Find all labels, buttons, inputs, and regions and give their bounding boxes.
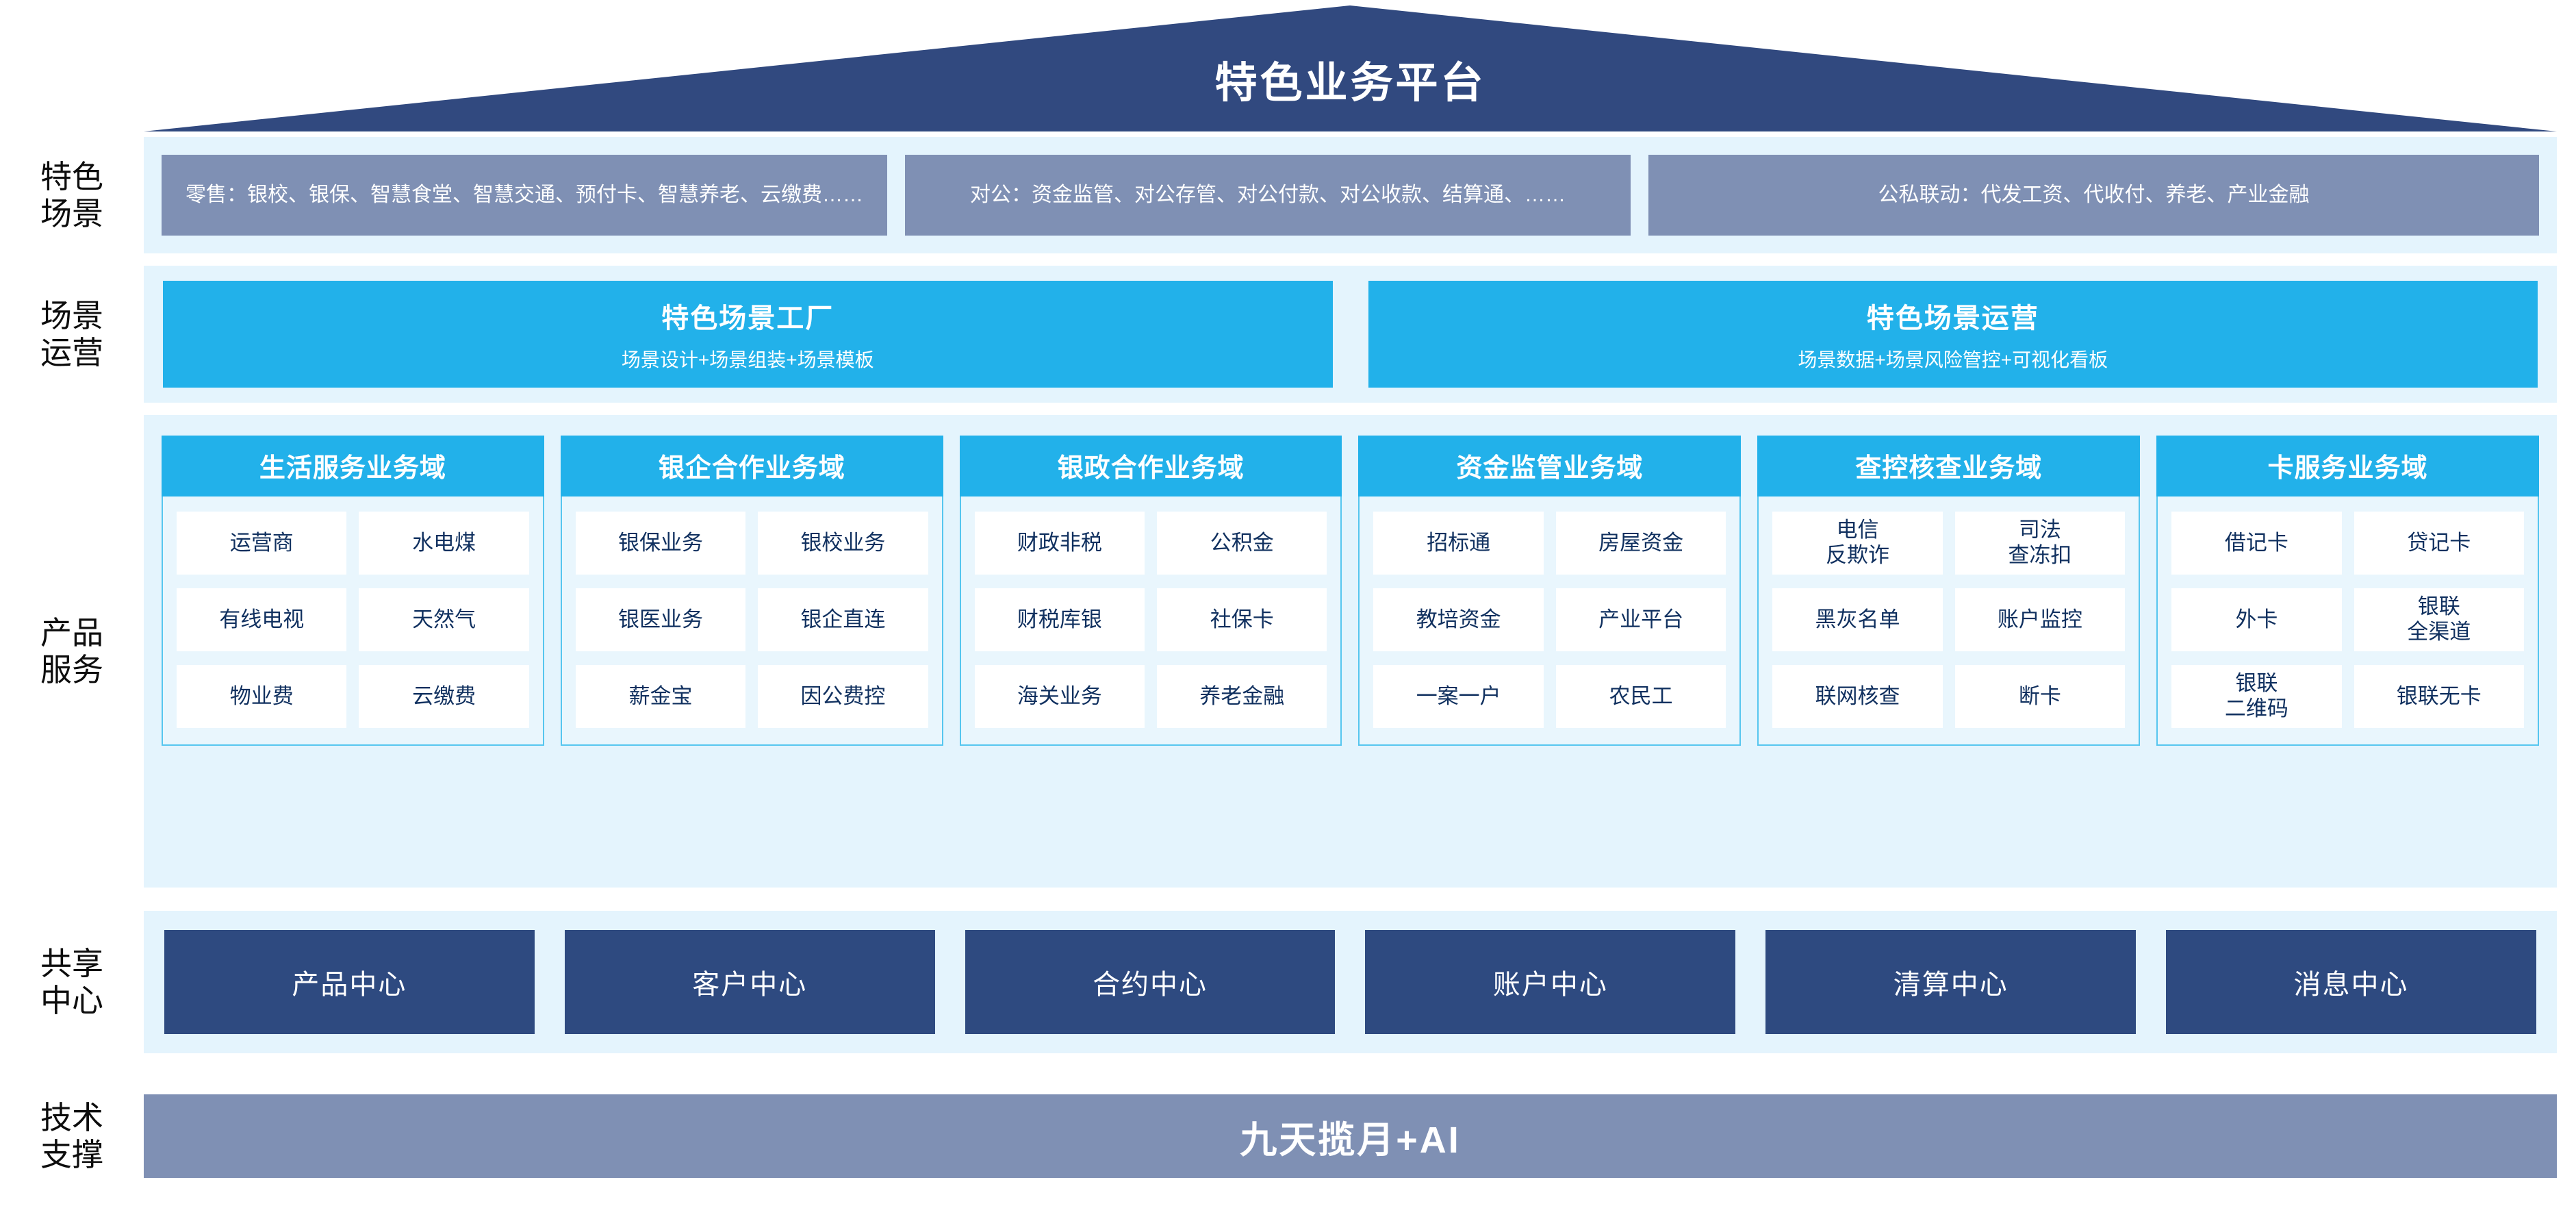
business-service-cell[interactable]: 天然气	[359, 588, 529, 651]
business-service-cell[interactable]: 外卡	[2171, 588, 2342, 651]
scene-band: 零售：银校、银保、智慧食堂、智慧交通、预付卡、智慧养老、云缴费…… 对公：资金监…	[144, 137, 2557, 253]
domain-container: 生活服务业务域运营商水电煤有线电视天然气物业费云缴费银企合作业务域银保业务银校业…	[144, 415, 2557, 888]
business-domain-cells: 运营商水电煤有线电视天然气物业费云缴费	[163, 496, 543, 744]
business-service-cell[interactable]: 房屋资金	[1555, 512, 1726, 575]
business-domain-title: 银政合作业务域	[959, 436, 1342, 496]
row-label-scene-line1: 特色	[40, 158, 103, 194]
ops-box-scene-operation[interactable]: 特色场景运营 场景数据+场景风险管控+可视化看板	[1368, 281, 2538, 388]
business-service-cell[interactable]: 联网核查	[1772, 665, 1943, 728]
business-service-cell[interactable]: 产业平台	[1555, 588, 1726, 651]
business-service-cell[interactable]: 运营商	[177, 512, 347, 575]
business-service-cell[interactable]: 银医业务	[575, 588, 746, 651]
shared-center-container: 产品中心客户中心合约中心账户中心清算中心消息中心	[144, 911, 2557, 1053]
business-domain-title: 卡服务业务域	[2156, 436, 2539, 496]
business-domain-cells: 招标通房屋资金教培资金产业平台一案一户农民工	[1360, 496, 1739, 744]
business-domain-title: 查控核查业务域	[1757, 436, 2141, 496]
business-service-cell[interactable]: 水电煤	[359, 512, 529, 575]
business-service-cell[interactable]: 公积金	[1157, 512, 1327, 575]
business-service-cell[interactable]: 薪金宝	[575, 665, 746, 728]
business-service-cell[interactable]: 黑灰名单	[1772, 588, 1943, 651]
shared-band: 产品中心客户中心合约中心账户中心清算中心消息中心	[144, 911, 2557, 1053]
business-domain-cells: 银保业务银校业务银医业务银企直连薪金宝因公费控	[562, 496, 942, 744]
row-label-shared-line2: 中心	[40, 983, 103, 1018]
ops-title-scene-operation: 特色场景运营	[1866, 303, 2039, 334]
scene-box-corporate[interactable]: 对公：资金监管、对公存管、对公付款、对公收款、结算通、……	[905, 155, 1631, 236]
row-label-technology-line1: 技术	[40, 1099, 103, 1135]
row-label-products-line2: 服务	[40, 652, 103, 688]
business-service-cell[interactable]: 财税库银	[974, 588, 1145, 651]
row-label-operations: 场景 运营	[21, 266, 123, 403]
business-domain-title: 银企合作业务域	[560, 436, 943, 496]
business-service-cell[interactable]: 农民工	[1555, 665, 1726, 728]
shared-center-box[interactable]: 账户中心	[1365, 930, 1736, 1034]
business-domain-cells: 借记卡贷记卡外卡银联 全渠道银联 二维码银联无卡	[2158, 496, 2538, 744]
ops-title-scene-factory: 特色场景工厂	[661, 303, 834, 334]
products-band: 生活服务业务域运营商水电煤有线电视天然气物业费云缴费银企合作业务域银保业务银校业…	[144, 415, 2557, 888]
business-domain-title: 生活服务业务域	[162, 436, 544, 496]
business-domain-column: 查控核查业务域电信 反欺诈司法 查冻扣黑灰名单账户监控联网核查断卡	[1757, 436, 2141, 746]
business-domain-cells: 财政非税公积金财税库银社保卡海关业务养老金融	[961, 496, 1341, 744]
row-label-shared-line1: 共享	[40, 945, 103, 981]
shared-center-box[interactable]: 产品中心	[164, 930, 535, 1034]
row-label-technology: 技术 支撑	[21, 1094, 123, 1178]
row-label-operations-line2: 运营	[40, 335, 103, 370]
business-domain-column: 资金监管业务域招标通房屋资金教培资金产业平台一案一户农民工	[1358, 436, 1742, 746]
scene-box-retail[interactable]: 零售：银校、银保、智慧食堂、智慧交通、预付卡、智慧养老、云缴费……	[162, 155, 887, 236]
business-service-cell[interactable]: 养老金融	[1157, 665, 1327, 728]
business-service-cell[interactable]: 物业费	[177, 665, 347, 728]
business-domain-cells: 电信 反欺诈司法 查冻扣黑灰名单账户监控联网核查断卡	[1759, 496, 2139, 744]
business-service-cell[interactable]: 银联 二维码	[2171, 665, 2342, 728]
business-service-cell[interactable]: 账户监控	[1954, 588, 2126, 651]
row-label-scene-line2: 场景	[40, 196, 103, 231]
business-service-cell[interactable]: 银校业务	[758, 512, 928, 575]
shared-center-box[interactable]: 合约中心	[965, 930, 1336, 1034]
banner-roof-shape	[144, 5, 2557, 131]
business-service-cell[interactable]: 银企直连	[758, 588, 928, 651]
business-service-cell[interactable]: 断卡	[1954, 665, 2126, 728]
business-service-cell[interactable]: 因公费控	[758, 665, 928, 728]
business-service-cell[interactable]: 司法 查冻扣	[1954, 512, 2126, 575]
row-label-technology-line2: 支撑	[40, 1137, 103, 1172]
shared-center-box[interactable]: 消息中心	[2166, 930, 2536, 1034]
business-service-cell[interactable]: 银联 全渠道	[2354, 588, 2524, 651]
row-label-shared: 共享 中心	[21, 911, 123, 1053]
business-domain-column: 银政合作业务域财政非税公积金财税库银社保卡海关业务养老金融	[959, 436, 1342, 746]
business-domain-column: 银企合作业务域银保业务银校业务银医业务银企直连薪金宝因公费控	[560, 436, 943, 746]
scene-box-linkage[interactable]: 公私联动：代发工资、代收付、养老、产业金融	[1648, 155, 2539, 236]
business-service-cell[interactable]: 招标通	[1373, 512, 1544, 575]
business-service-cell[interactable]: 电信 反欺诈	[1772, 512, 1943, 575]
business-service-cell[interactable]: 有线电视	[177, 588, 347, 651]
business-service-cell[interactable]: 贷记卡	[2354, 512, 2524, 575]
business-service-cell[interactable]: 海关业务	[974, 665, 1145, 728]
shared-center-box[interactable]: 客户中心	[564, 930, 935, 1034]
business-domain-column: 卡服务业务域借记卡贷记卡外卡银联 全渠道银联 二维码银联无卡	[2156, 436, 2539, 746]
business-service-cell[interactable]: 财政非税	[974, 512, 1145, 575]
row-label-scene: 特色 场景	[21, 137, 123, 253]
business-service-cell[interactable]: 借记卡	[2171, 512, 2342, 575]
ops-subtitle-scene-factory: 场景设计+场景组装+场景模板	[621, 349, 874, 370]
technology-support-bar[interactable]: 九天揽月+AI	[144, 1094, 2557, 1178]
business-service-cell[interactable]: 社保卡	[1157, 588, 1327, 651]
business-service-cell[interactable]: 银保业务	[575, 512, 746, 575]
ops-subtitle-scene-operation: 场景数据+场景风险管控+可视化看板	[1798, 349, 2108, 370]
business-domain-column: 生活服务业务域运营商水电煤有线电视天然气物业费云缴费	[162, 436, 544, 746]
platform-banner: 特色业务平台	[144, 5, 2557, 131]
row-label-products-line1: 产品	[40, 614, 103, 651]
business-service-cell[interactable]: 一案一户	[1373, 665, 1544, 728]
shared-center-box[interactable]: 清算中心	[1765, 930, 2137, 1034]
ops-box-scene-factory[interactable]: 特色场景工厂 场景设计+场景组装+场景模板	[163, 281, 1333, 388]
business-service-cell[interactable]: 云缴费	[359, 665, 529, 728]
business-service-cell[interactable]: 银联无卡	[2354, 665, 2524, 728]
business-domain-title: 资金监管业务域	[1358, 436, 1742, 496]
business-service-cell[interactable]: 教培资金	[1373, 588, 1544, 651]
operations-band: 特色场景工厂 场景设计+场景组装+场景模板 特色场景运营 场景数据+场景风险管控…	[144, 266, 2557, 403]
row-label-operations-line1: 场景	[40, 297, 103, 334]
row-label-products: 产品 服务	[21, 415, 123, 888]
